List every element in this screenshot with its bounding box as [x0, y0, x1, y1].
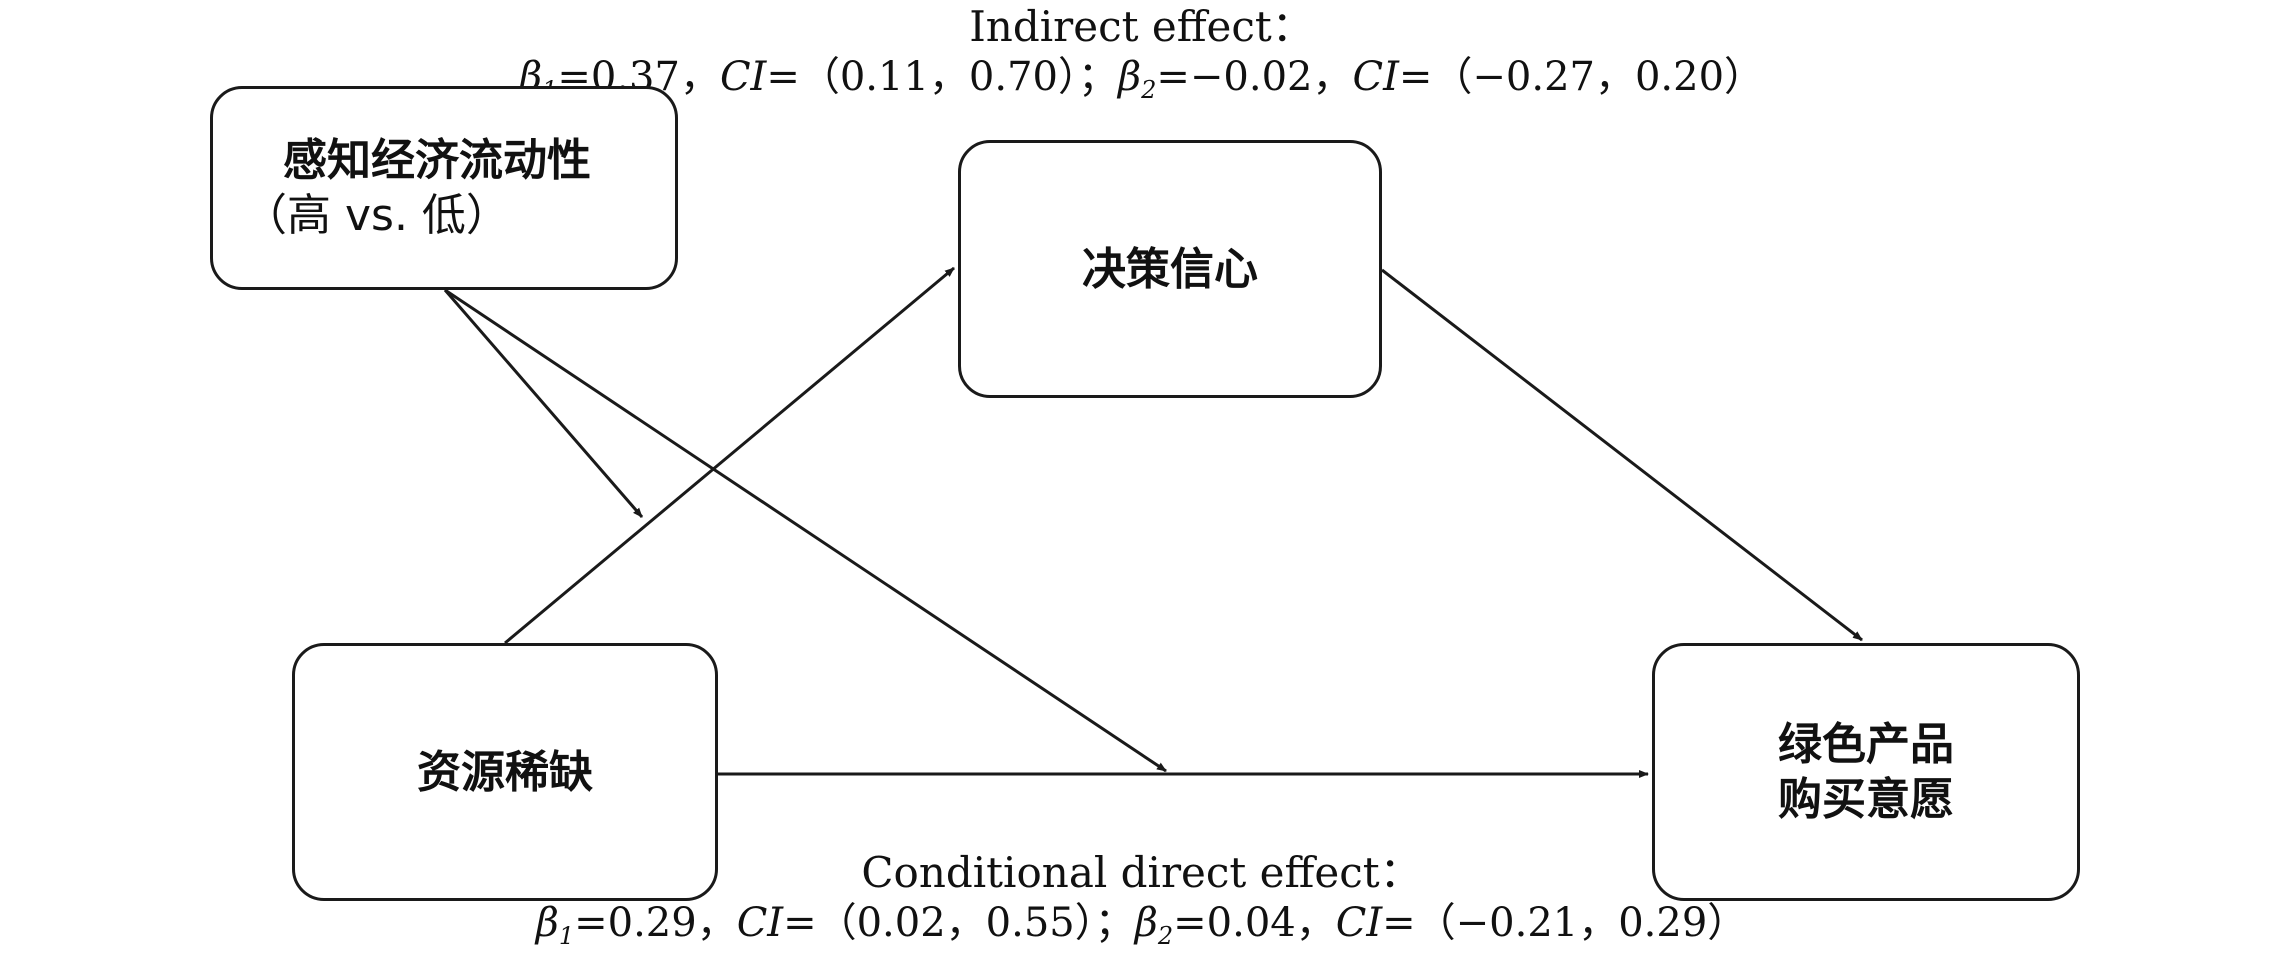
- independent-variable-label: 资源稀缺: [417, 746, 593, 798]
- dependent-variable-box: 绿色产品 购买意愿: [1652, 643, 2080, 901]
- ci2-value: =（−0.27，0.20）: [1398, 54, 1765, 100]
- beta1-value: =0.29，: [574, 900, 737, 946]
- conditional-direct-effect-annotation: Conditional direct effect： β1=0.29，CI=（0…: [0, 848, 2283, 948]
- direct-effect-heading: Conditional direct effect：: [861, 848, 1422, 897]
- beta2-subscript: 2: [1141, 76, 1157, 104]
- arrow-moderator-to-direct-path: [444, 288, 1167, 773]
- ci1-symbol: CI: [736, 900, 784, 946]
- indirect-effect-annotation: Indirect effect： β1=0.37，CI=（0.11，0.70）；…: [0, 2, 2283, 102]
- moderator-box: 感知经济流动性 （高 vs. 低）: [210, 86, 678, 290]
- dependent-variable-line1: 绿色产品: [1778, 719, 1954, 770]
- beta1-symbol: β: [535, 900, 559, 946]
- indirect-effect-heading: Indirect effect：: [969, 2, 1314, 51]
- mediator-label: 决策信心: [1082, 243, 1258, 295]
- beta1-subscript: 1: [558, 922, 575, 950]
- beta2-value: =−0.02，: [1156, 54, 1353, 100]
- ci1-value: =（0.11，0.70）；: [766, 54, 1118, 100]
- arrow-mediator-to-dv: [1381, 268, 1863, 642]
- beta2-symbol: β: [1134, 900, 1158, 946]
- beta2-symbol: β: [1117, 54, 1142, 100]
- ci2-symbol: CI: [1352, 54, 1399, 100]
- beta2-value: =0.04，: [1173, 900, 1336, 946]
- direct-effect-values: β1=0.29，CI=（0.02，0.55）；β2=0.04，CI=（−0.21…: [0, 898, 2283, 948]
- ci2-symbol: CI: [1335, 900, 1383, 946]
- mediator-box: 决策信心: [958, 140, 1382, 398]
- indirect-effect-values: β1=0.37，CI=（0.11，0.70）；β2=−0.02，CI=（−0.2…: [0, 52, 2283, 102]
- arrow-moderator-to-a-path: [443, 289, 644, 518]
- ci2-value: =（−0.21，0.29）: [1382, 900, 1748, 946]
- beta2-subscript: 2: [1157, 922, 1174, 950]
- dependent-variable-line2: 购买意愿: [1778, 774, 1954, 825]
- arrow-iv-to-mediator: [504, 266, 955, 645]
- ci1-symbol: CI: [719, 54, 767, 100]
- moderator-levels: （高 vs. 低）: [243, 190, 510, 241]
- independent-variable-box: 资源稀缺: [292, 643, 718, 901]
- ci1-value: =（0.02，0.55）；: [783, 900, 1135, 946]
- moderator-label: 感知经济流动性: [283, 135, 591, 186]
